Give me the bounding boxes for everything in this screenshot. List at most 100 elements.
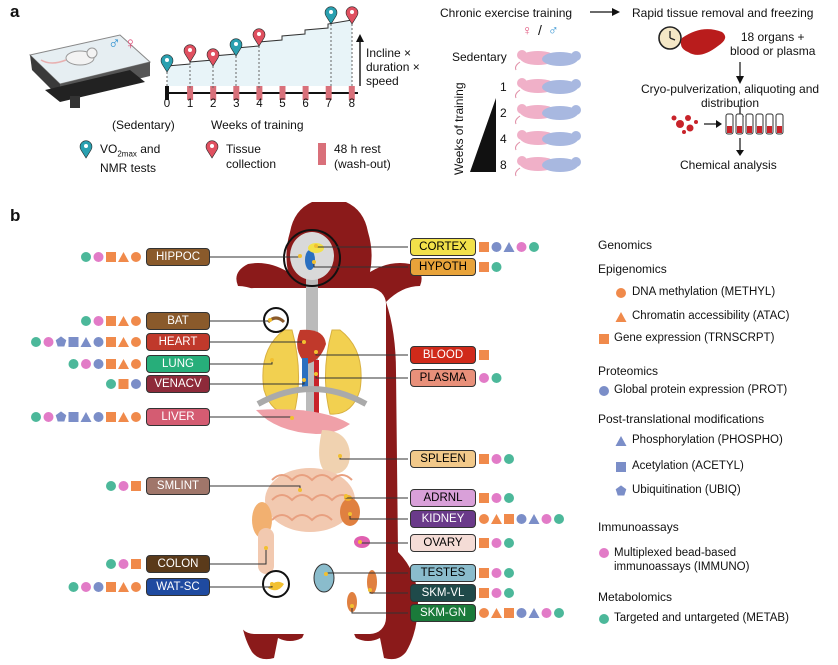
rest-legend-text: 48 h rest (wash-out) — [334, 142, 391, 171]
organs-label: 18 organs + blood or plasma — [730, 30, 816, 58]
circle-pink-mark — [479, 373, 489, 383]
circle-pink-mark — [93, 316, 104, 326]
triangle-orange-mark — [615, 312, 627, 322]
week-tick: 1 — [186, 98, 194, 110]
triangle-orange-mark — [118, 316, 129, 326]
tissue-label-blood: BLOOD — [410, 346, 476, 364]
square-orange-mark — [479, 493, 489, 503]
circle-green-mark — [554, 608, 564, 618]
circle-green-mark — [106, 379, 116, 389]
tissue-label-skm-vl: SKM-VL — [410, 584, 476, 602]
leader-dot — [368, 588, 372, 592]
circle-pink-mark — [491, 454, 502, 464]
leader-dot — [314, 244, 318, 248]
legend-trnscrpt: Gene expression (TRNSCRPT) — [614, 332, 775, 344]
rest-bar — [165, 86, 169, 100]
slash: / — [538, 22, 542, 38]
legend-atac: Chromatin accessibility (ATAC) — [632, 310, 790, 322]
rat-pair-icon — [515, 78, 581, 99]
week-tick: 6 — [302, 98, 309, 110]
legend-ubiq: Ubiquitination (UBIQ) — [632, 484, 741, 496]
vo2-pin — [229, 38, 243, 57]
legend-immuno: Multiplexed bead-based immunoassays (IMM… — [614, 547, 750, 573]
week-tick: 4 — [256, 98, 263, 110]
circle-green-mark — [504, 588, 514, 598]
tissue-label-kidney: KIDNEY — [410, 510, 476, 528]
square-orange-mark — [131, 559, 141, 569]
tissue-label-hippoc: HIPPOC — [146, 248, 210, 266]
legend-metabolomics: Metabolomics — [598, 590, 673, 604]
tissue-pin — [345, 6, 359, 25]
circle-green-mark — [504, 454, 514, 464]
circle-pink-mark — [81, 582, 91, 592]
chemical-analysis-label: Chemical analysis — [680, 158, 777, 172]
bat-zoom-circle — [263, 307, 289, 333]
circle-green-mark — [106, 559, 116, 569]
treadmill-illustration — [28, 34, 152, 108]
triangle-orange-mark — [118, 337, 129, 347]
leader-dot — [298, 254, 302, 258]
circle-blue-mark — [131, 379, 141, 389]
circle-blue-mark — [93, 582, 104, 592]
circle-pink-mark — [491, 588, 502, 598]
square-orange-mark — [479, 568, 489, 578]
circle-blue-mark — [516, 608, 527, 618]
tissue-label-cortex: CORTEX — [410, 238, 476, 256]
circle-orange-mark — [131, 316, 141, 326]
legend-methyl: DNA methylation (METHYL) — [632, 286, 776, 298]
leader-dot — [338, 454, 342, 458]
circle-pink-mark — [516, 242, 527, 252]
tissue-label-adrnl: ADRNL — [410, 489, 476, 507]
circle-green-mark — [81, 316, 91, 326]
liver-icon — [680, 29, 726, 55]
pentagon-blue-mark — [55, 336, 67, 347]
legend-phospho: Phosphorylation (PHOSPHO) — [632, 434, 783, 446]
week-tick: 7 — [325, 98, 332, 110]
rest-bar — [233, 86, 240, 100]
rest-bar — [325, 86, 332, 100]
circle-pink-mark — [541, 608, 552, 618]
square-blue-mark — [68, 337, 79, 347]
leader-dot — [302, 340, 306, 344]
legend-metab: Targeted and untargeted (METAB) — [614, 612, 789, 624]
tissue-label-skm-gn: SKM-GN — [410, 604, 476, 622]
panel-a-letter: a — [10, 2, 20, 21]
week-tick: 8 — [348, 98, 355, 110]
legend-ptm: Post-translational modifications — [598, 412, 765, 426]
leader-dot — [264, 546, 268, 550]
square-orange-mark — [599, 334, 609, 344]
triangle-orange-mark — [491, 608, 502, 618]
tissue-label-hypoth: HYPOTH — [410, 258, 476, 276]
leader-dot — [314, 350, 318, 354]
rat-pair-icon — [515, 104, 581, 125]
weeks-of-training-label: Weeks of training — [211, 118, 304, 132]
legend-acetyl: Acetylation (ACETYL) — [632, 460, 744, 472]
triangle-orange-mark — [491, 514, 502, 524]
triangle-orange-mark — [118, 412, 129, 422]
square-orange-mark — [118, 379, 129, 389]
triangle-blue-mark — [503, 242, 515, 252]
vo2-legend-icon — [79, 140, 93, 159]
group-week-label: 2 — [500, 106, 507, 120]
rat-pair-icon — [515, 50, 581, 71]
circle-green-mark — [504, 538, 514, 548]
tissue-pin — [183, 44, 197, 63]
circle-blue-mark — [491, 242, 502, 252]
pentagon-blue-mark — [55, 411, 67, 422]
triangle-blue-mark — [615, 436, 627, 446]
tissue-label-heart: HEART — [146, 333, 210, 351]
triangle-orange-mark — [118, 252, 129, 262]
square-orange-mark — [479, 350, 489, 360]
circle-green-mark — [106, 481, 116, 491]
circle-blue-mark — [599, 386, 609, 396]
legend-genomics: Genomics — [598, 238, 653, 252]
tissue-label-plasma: PLASMA — [410, 369, 476, 387]
circle-orange-mark — [131, 412, 141, 422]
tissue-label-lung: LUNG — [146, 355, 210, 373]
circle-green-mark — [491, 373, 502, 383]
square-orange-mark — [131, 481, 141, 491]
